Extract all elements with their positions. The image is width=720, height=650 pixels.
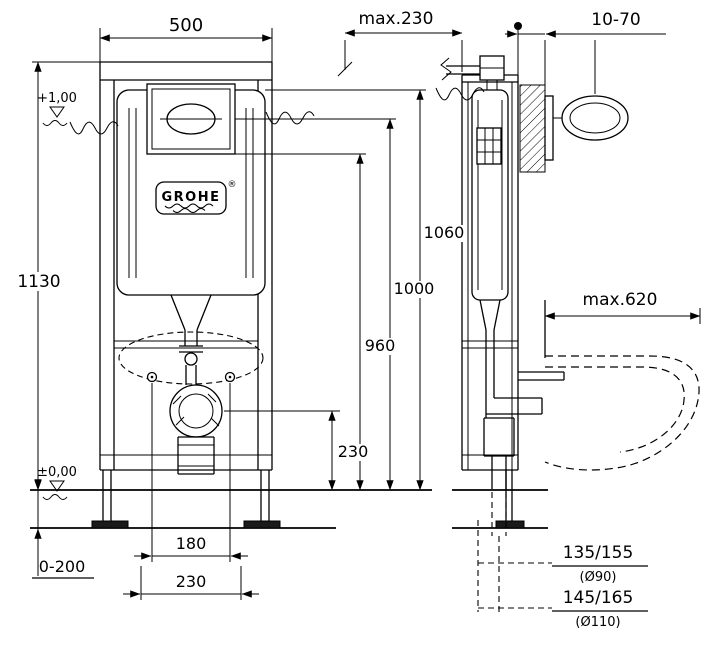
- dim-label-960: 960: [365, 336, 396, 355]
- level-markers: +1,00 ±0,00: [37, 91, 77, 500]
- dim-label-outlet-height: 230: [338, 442, 369, 461]
- floor-lines: [30, 489, 548, 529]
- side-pipes: [477, 299, 552, 612]
- grohe-logo: GROHE ®: [155, 180, 237, 215]
- bowl-inner-dash: [545, 366, 685, 453]
- level-label-floor: ±0,00: [37, 465, 77, 480]
- dim-label-max-reach: max.620: [583, 290, 658, 310]
- cistern-profile: [471, 89, 509, 301]
- registered-mark: ®: [228, 180, 237, 190]
- dimensions: [32, 28, 701, 612]
- label-bg: [14, 272, 64, 291]
- label-bg: [361, 338, 399, 355]
- dim-label-bottom-width: 230: [176, 572, 207, 591]
- bowl-outer-dash: [544, 355, 700, 471]
- dim-label-1000: 1000: [394, 279, 435, 298]
- level-label-top: +1,00: [37, 91, 77, 106]
- break-line-icon: [69, 121, 119, 135]
- dim-label-foot-adjust: 0-200: [39, 557, 86, 576]
- flush-plate-actuator: [544, 95, 629, 161]
- side-view: [435, 22, 700, 612]
- dim-label-drain1-dia: (Ø90): [580, 570, 617, 585]
- label-bg: [391, 281, 437, 298]
- side-inlet: [440, 55, 505, 90]
- bowl-outline-front: [118, 331, 264, 385]
- pipe-coupling: [184, 352, 198, 366]
- dim-label-wall-range: 10-70: [591, 10, 640, 30]
- dim-label-height: 1130: [17, 272, 60, 292]
- dim-label-drain2-dia: (Ø110): [575, 615, 620, 630]
- break-line-icon: [435, 87, 485, 101]
- dim-label-drain2: 145/165: [563, 588, 634, 608]
- break-line-icon: [265, 111, 315, 125]
- break-lines-front: [69, 111, 315, 135]
- front-view: GROHE ® +1,00: [37, 61, 315, 529]
- dim-label-1060: 1060: [424, 223, 465, 242]
- foot-plate-side: [495, 520, 525, 529]
- front-flush-pipe: [169, 294, 223, 475]
- toilet-bowl-outline: [518, 355, 700, 471]
- break-line-icon: [440, 57, 452, 81]
- outlet-bend: [169, 384, 223, 438]
- water-wave-icon: [42, 494, 68, 500]
- label-bg: [334, 444, 372, 461]
- dim-label-drain1: 135/155: [563, 543, 634, 563]
- front-frame: [91, 61, 281, 529]
- brand-text: GROHE: [162, 190, 221, 205]
- level-triangle-icon: [49, 480, 65, 492]
- dimension-labels: 500 1130 0-200 180 230 230 960 1000 1060…: [14, 9, 657, 630]
- level-triangle-icon: [49, 106, 65, 118]
- wall-section: [514, 22, 546, 358]
- side-cistern: [471, 89, 509, 301]
- datum-point: [514, 22, 522, 30]
- foot-plate-left: [91, 520, 129, 529]
- front-details: [118, 331, 264, 385]
- flush-plate: [544, 95, 554, 161]
- label-bg: [421, 225, 467, 242]
- dim-label-max-depth: max.230: [359, 9, 434, 29]
- dim-label-width: 500: [169, 15, 203, 36]
- fill-valve: [476, 127, 502, 165]
- water-wave-icon: [42, 120, 68, 126]
- logo-wave-icon: [164, 203, 214, 209]
- wall-hatch: [519, 84, 546, 173]
- foot-plate-right: [243, 520, 281, 529]
- dim-label-bolt-spacing: 180: [176, 534, 207, 553]
